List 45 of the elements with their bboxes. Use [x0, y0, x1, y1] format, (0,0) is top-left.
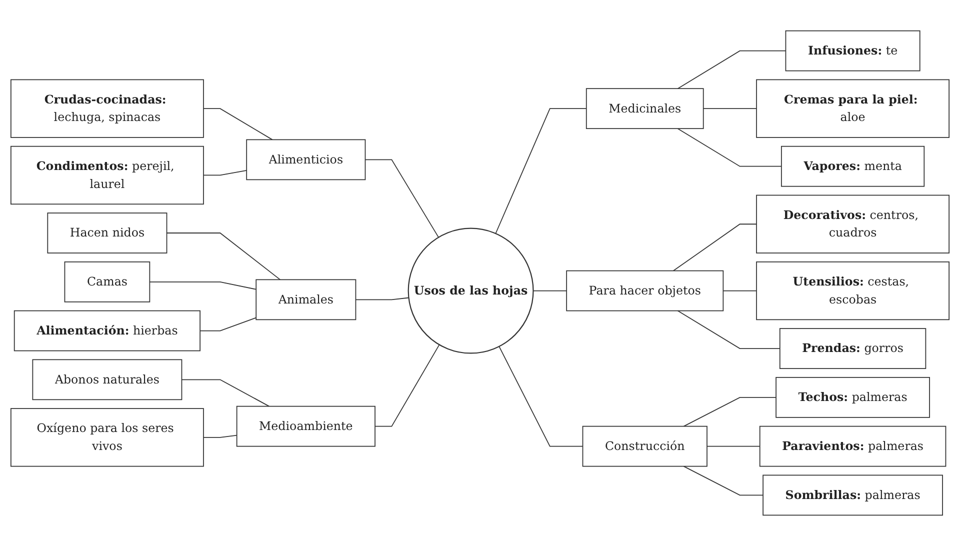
connector: [722, 290, 757, 292]
node-box: Camas: [64, 261, 150, 302]
node-circle: Usos de las hojas: [408, 228, 534, 354]
connector: [181, 379, 270, 407]
node-box: Decorativos: centros, cuadros: [756, 194, 950, 254]
connector: [702, 108, 757, 110]
node-box: Medicinales: [586, 88, 704, 130]
node-box: Medioambiente: [236, 406, 376, 447]
connector: [200, 317, 257, 332]
node-box: Alimenticios: [246, 139, 366, 180]
node-box: Animales: [256, 279, 356, 320]
node-box: Abonos naturales: [32, 359, 182, 400]
connector: [683, 396, 776, 427]
connector: [149, 281, 257, 290]
node-box: Alimentación: hierbas: [14, 310, 200, 352]
connector: [374, 344, 440, 427]
connector: [532, 290, 568, 292]
node-box: Sombrillas: palmeras: [762, 474, 943, 516]
node-box: Condimentos: perejil, laurel: [10, 146, 204, 205]
node-box: Utensilios: cestas, escobas: [756, 261, 950, 320]
connector: [166, 232, 281, 280]
connector: [677, 310, 780, 349]
connector: [677, 50, 786, 90]
connector: [706, 446, 760, 447]
node-box: Cremas para la piel: aloe: [756, 79, 950, 138]
node-box: Oxígeno para los seres vivos: [10, 408, 204, 467]
node-box: Construcción: [582, 426, 708, 467]
node-box: Infusiones: te: [785, 30, 920, 72]
connector: [683, 466, 764, 496]
node-box: Vapores: menta: [780, 146, 925, 187]
connector: [495, 108, 587, 234]
connector: [355, 297, 410, 300]
node-box: Hacen nidos: [47, 212, 168, 254]
node-box: Techos: palmeras: [776, 376, 930, 418]
node-box: Para hacer objetos: [566, 270, 724, 312]
node-box: Crudas-cocinadas: lechuga, spinacas: [10, 79, 204, 138]
connector: [203, 434, 238, 438]
connector: [364, 159, 439, 238]
connector: [203, 170, 248, 176]
node-box: Prendas: gorros: [779, 328, 926, 369]
connector: [203, 108, 273, 140]
node-box: Paravientos: palmeras: [759, 426, 946, 467]
connector: [677, 128, 782, 167]
connector: [672, 224, 757, 272]
connector: [498, 346, 584, 447]
